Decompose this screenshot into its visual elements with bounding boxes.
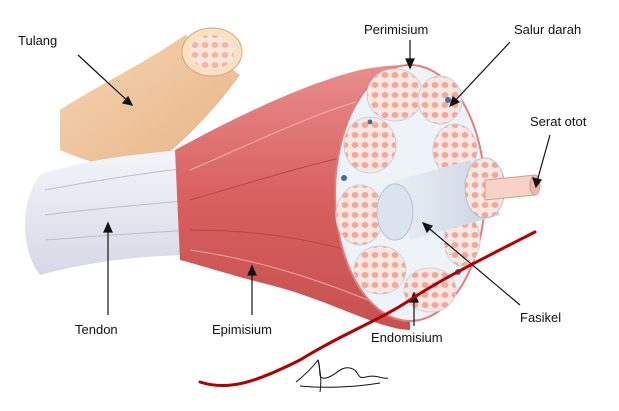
signature <box>295 358 389 393</box>
label-perimisium: Perimisium <box>364 22 429 37</box>
label-serat-otot: Serat otot <box>530 114 587 129</box>
label-tulang: Tulang <box>18 33 58 48</box>
red-annotation-line <box>198 230 537 388</box>
leader-lines <box>77 40 551 326</box>
tendon <box>25 150 200 275</box>
label-endomisium: Endomisium <box>371 330 443 345</box>
label-fasikel: Fasikel <box>520 310 562 325</box>
label-salur-darah: Salur darah <box>514 22 582 37</box>
bone <box>60 27 243 168</box>
fascicle <box>376 157 506 241</box>
label-epimisium: Epimisium <box>212 322 272 337</box>
cross-section <box>334 64 486 322</box>
label-tendon: Tendon <box>75 322 118 337</box>
muscle-fibre <box>484 174 541 201</box>
